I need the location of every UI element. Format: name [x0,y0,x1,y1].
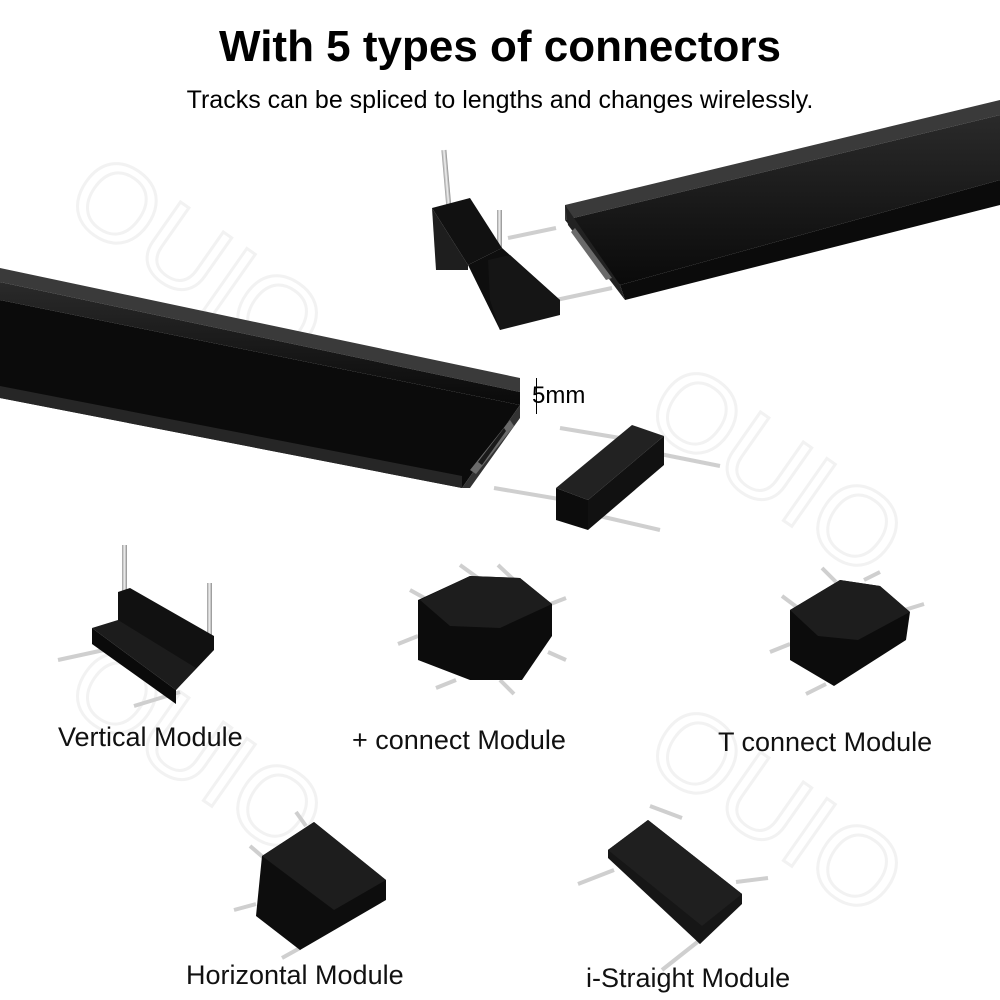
track-right [565,100,1000,300]
plus-module-image [397,563,567,696]
horizontal-module-image [233,810,386,960]
i-straight-module-label: i-Straight Module [586,963,791,993]
plus-connect-module-label: + connect Module [352,725,566,755]
dimension-label: 5mm [532,382,586,409]
connector-vertical-top [432,149,613,330]
t-module-image [769,566,925,696]
dimension-marker [536,378,537,414]
page-subtitle: Tracks can be spliced to lengths and cha… [186,86,814,114]
track-left [0,268,520,488]
t-connect-module-label: T connect Module [718,727,933,757]
svg-text:OUIO: OUIO [626,339,927,601]
vertical-module-label: Vertical Module [58,722,243,752]
horizontal-module-label: Horizontal Module [186,960,404,990]
i-straight-module-image [577,804,769,972]
page-title: With 5 types of connectors [219,22,781,71]
vertical-module-image [57,545,214,708]
connector-straight-middle [493,425,721,532]
